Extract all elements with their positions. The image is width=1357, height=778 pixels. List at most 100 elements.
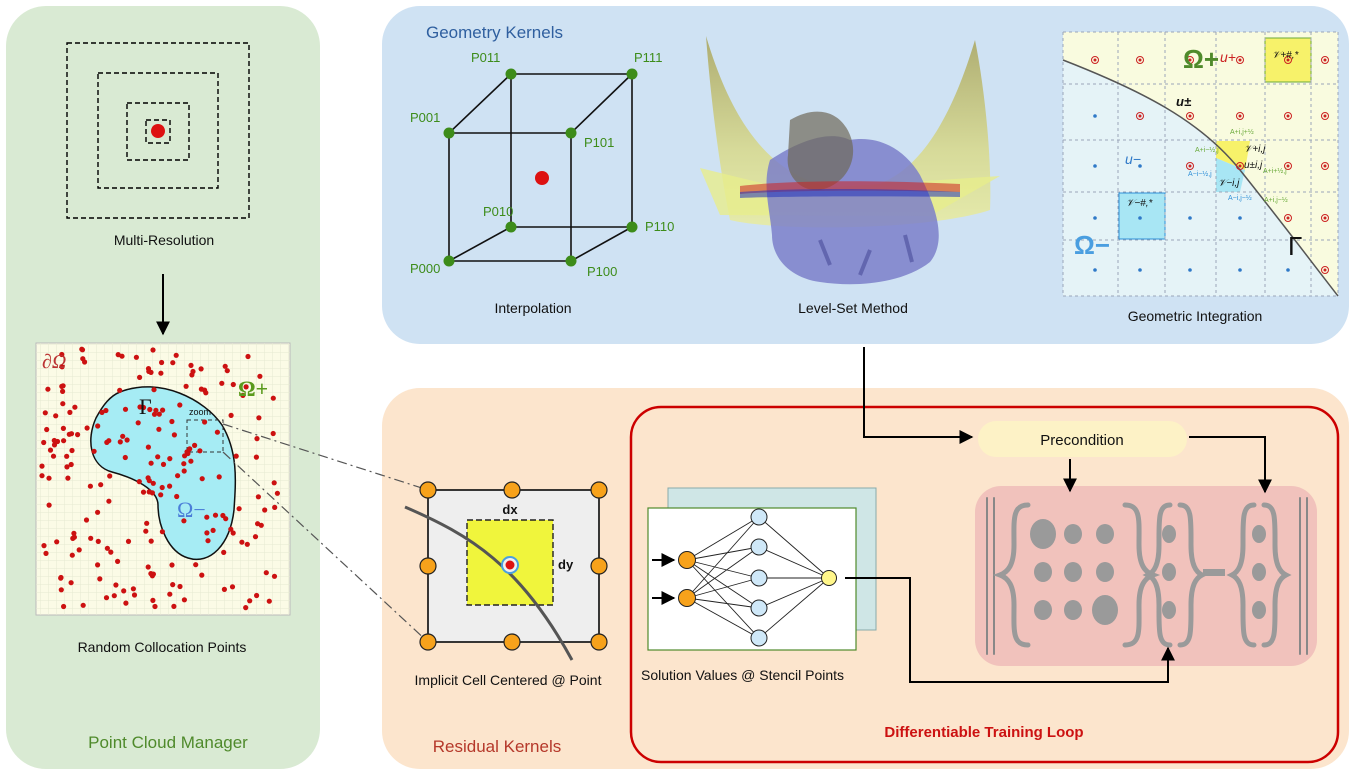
grid-node bbox=[1238, 216, 1242, 220]
svg-text:𝒱−i,j: 𝒱−i,j bbox=[1218, 178, 1240, 189]
collocation-point bbox=[144, 520, 150, 526]
collocation-point bbox=[68, 580, 74, 586]
hidden-node bbox=[750, 569, 768, 587]
collocation-label: Random Collocation Points bbox=[78, 639, 247, 655]
grid-node-dot bbox=[1323, 164, 1327, 168]
collocation-point bbox=[64, 453, 70, 459]
svg-text:P101: P101 bbox=[584, 135, 614, 150]
svg-text:𝒱+i,j: 𝒱+i,j bbox=[1244, 144, 1266, 155]
collocation-point bbox=[106, 498, 112, 504]
collocation-point bbox=[167, 483, 173, 489]
collocation-point bbox=[189, 372, 195, 378]
grid-node-dot bbox=[1323, 268, 1327, 272]
collocation-point bbox=[47, 447, 54, 453]
collocation-point bbox=[60, 388, 66, 394]
collocation-point bbox=[214, 429, 220, 435]
collocation-point bbox=[75, 432, 81, 438]
collocation-point bbox=[243, 384, 249, 390]
grid-node bbox=[1284, 214, 1292, 222]
collocation-point bbox=[187, 446, 193, 452]
collocation-point bbox=[97, 576, 103, 582]
collocation-point bbox=[153, 407, 159, 413]
collocation-point bbox=[95, 509, 101, 515]
collocation-point bbox=[230, 530, 236, 536]
grid-node bbox=[1188, 216, 1192, 220]
collocation-point bbox=[42, 410, 48, 416]
collocation-point bbox=[221, 549, 227, 556]
precondition-label: Precondition bbox=[1040, 432, 1123, 449]
collocation-point bbox=[80, 356, 86, 362]
collocation-point bbox=[122, 454, 128, 461]
collocation-point bbox=[46, 502, 52, 508]
collocation-point bbox=[224, 368, 230, 374]
svg-text:P110: P110 bbox=[645, 219, 674, 234]
collocation-point bbox=[91, 448, 97, 454]
collocation-point bbox=[59, 383, 65, 389]
collocation-point bbox=[148, 538, 154, 544]
collocation-point bbox=[239, 539, 245, 545]
collocation-point bbox=[257, 373, 263, 379]
collocation-point bbox=[155, 454, 161, 460]
collocation-point bbox=[170, 360, 176, 366]
collocation-point bbox=[198, 366, 204, 372]
stencil-label: Solution Values @ Stencil Points bbox=[641, 667, 844, 683]
hidden-node bbox=[750, 599, 768, 617]
collocation-point bbox=[175, 473, 181, 479]
grid-node bbox=[1284, 162, 1292, 170]
collocation-point bbox=[58, 575, 64, 581]
interp-point bbox=[535, 171, 549, 185]
collocation-point bbox=[145, 564, 151, 570]
collocation-point bbox=[181, 597, 187, 603]
collocation-point bbox=[221, 586, 227, 593]
collocation-point bbox=[243, 605, 249, 611]
vertex-labels: P001 P011 P111 P101 P010 P110 P000 P100 bbox=[410, 50, 674, 279]
collocation-point bbox=[174, 493, 180, 500]
implicit-cell bbox=[404, 481, 608, 661]
grid-node-dot bbox=[1323, 216, 1327, 220]
grid-node bbox=[1138, 164, 1142, 168]
svg-text:Ω−: Ω− bbox=[1074, 230, 1110, 260]
grid-node bbox=[1138, 216, 1142, 220]
collocation-point bbox=[171, 432, 177, 438]
collocation-point bbox=[199, 572, 205, 578]
collocation-point bbox=[193, 562, 199, 568]
collocation-point bbox=[61, 438, 67, 444]
flow-arrows bbox=[845, 347, 1272, 683]
collocation-point bbox=[210, 527, 216, 534]
collocation-point bbox=[84, 425, 90, 431]
grid-node bbox=[1236, 56, 1244, 64]
svg-text:u±i,j: u±i,j bbox=[1244, 160, 1263, 171]
collocation-point bbox=[95, 423, 101, 429]
collocation-point bbox=[177, 583, 183, 590]
svg-text:𝒱−#,*: 𝒱−#,* bbox=[1126, 198, 1154, 209]
grid-node-dot bbox=[1188, 58, 1192, 62]
collocation-point bbox=[188, 362, 194, 368]
collocation-point bbox=[123, 600, 129, 606]
collocation-point bbox=[131, 592, 138, 598]
grid-node bbox=[1188, 268, 1192, 272]
collocation-point bbox=[183, 383, 189, 389]
collocation-point bbox=[103, 407, 109, 414]
grid-node bbox=[1284, 112, 1292, 120]
output-node bbox=[821, 570, 837, 586]
omega-minus-label: Ω− bbox=[177, 497, 206, 522]
collocation-point bbox=[245, 353, 251, 360]
collocation-point bbox=[169, 562, 175, 568]
collocation-point bbox=[254, 592, 260, 599]
collocation-point bbox=[103, 595, 110, 601]
collocation-point bbox=[43, 550, 49, 557]
collocation-point bbox=[95, 538, 101, 545]
matrix-entries bbox=[1030, 519, 1266, 625]
collocation-point bbox=[156, 411, 162, 417]
collocation-point bbox=[122, 406, 129, 412]
collocation-point bbox=[68, 461, 74, 468]
collocation-point bbox=[111, 593, 117, 599]
grid-node-dot bbox=[1238, 164, 1242, 168]
collocation-point bbox=[140, 489, 147, 495]
grid-node bbox=[1236, 112, 1244, 120]
collocation-point bbox=[160, 407, 166, 413]
collocation-point bbox=[145, 444, 151, 450]
grid-node-dot bbox=[1323, 114, 1327, 118]
collocation-point bbox=[240, 392, 246, 398]
collocation-point bbox=[136, 479, 142, 485]
